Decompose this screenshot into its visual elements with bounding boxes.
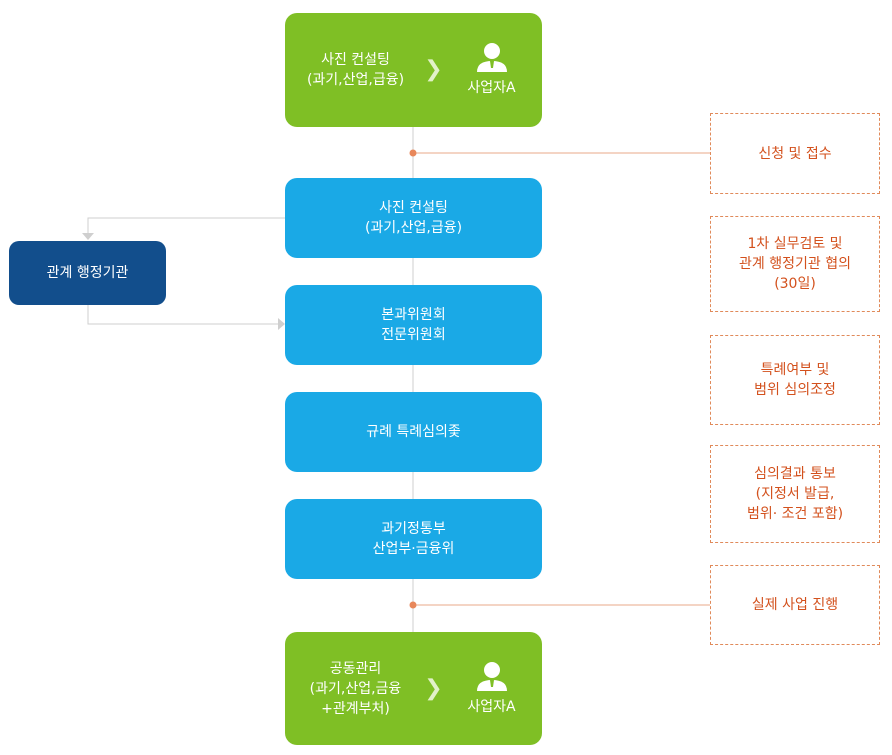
note-business-start: 실제 사업 진행 (710, 565, 880, 645)
arrow-down-icon (82, 233, 94, 240)
node-bottom-line3: +관계부처) (321, 700, 390, 717)
node-ministries-line1: 과기정통부 (381, 521, 446, 537)
node-consult-line1: 사진 컨설팅 (379, 200, 448, 216)
note-5-line1: 실제 사업 진행 (751, 597, 839, 613)
note-2-line1: 1차 실무검토 및 (747, 236, 843, 252)
node-committee: 본과위원회 전문위원회 (285, 285, 542, 365)
note-3-line2: 범위 심의조정 (754, 382, 836, 398)
node-review: 규례 특례심의좇 (285, 392, 542, 472)
note-result-notice: 심의결과 통보 (지정서 발급, 범위· 조건 포함) (710, 445, 880, 543)
connector-from-admin (87, 305, 278, 325)
node-consulting-top: 사진 컨설팅 (과기,산업,급융) ❯ 사업자A (285, 13, 542, 127)
node-consulting: 사진 컨설팅 (과기,산업,급융) (285, 178, 542, 258)
node-consult-line2: (과기,산업,급융) (364, 220, 463, 236)
note-first-review: 1차 실무검토 및 관계 행정기관 협의 (30일) (710, 216, 880, 312)
connector-to-admin (87, 217, 286, 233)
node-ministries-line2: 산업부·금융위 (372, 541, 455, 557)
node-admin-agency: 관계 행정기관 (9, 241, 166, 305)
connector-dot-1 (409, 149, 417, 157)
node-bottom-line1: 공동관리 (329, 660, 382, 677)
node-top-line2: (과기,산업,급융) (306, 72, 405, 88)
chevron-right-icon: ❯ (424, 57, 443, 82)
user-icon (476, 661, 507, 691)
node-top-user: 사업자A (467, 80, 516, 96)
note-3-line1: 특례여부 및 (760, 362, 830, 378)
node-committee-line2: 전문위원회 (381, 327, 446, 343)
note-4-line1: 심의결과 통보 (754, 466, 836, 482)
note-2-line3: (30일) (774, 276, 816, 292)
node-top-line1: 사진 컨설팅 (321, 52, 390, 68)
node-committee-line1: 본과위원회 (381, 307, 446, 323)
note-deliberation: 특례여부 및 범위 심의조정 (710, 335, 880, 425)
note-application: 신청 및 접수 (710, 113, 880, 194)
note-2-line2: 관계 행정기관 협의 (739, 256, 851, 272)
node-admin-label: 관계 행정기관 (46, 265, 129, 281)
node-bottom-user: 사업자A (467, 698, 516, 715)
node-joint-management: 공동관리 (과기,산업,금융 +관계부처) ❯ 사업자A (285, 632, 542, 745)
node-review-line1: 규례 특례심의좇 (366, 424, 461, 440)
chevron-right-icon: ❯ (424, 675, 443, 701)
note-4-line3: 범위· 조건 포함) (746, 506, 844, 522)
node-ministries: 과기정통부 산업부·금융위 (285, 499, 542, 579)
note-4-line2: (지정서 발급, (755, 486, 835, 502)
node-bottom-line2: (과기,산업,금융 (309, 680, 402, 697)
arrow-right-icon (278, 318, 285, 330)
user-icon (476, 43, 507, 72)
connector-dot-5 (409, 601, 417, 609)
note-1-line1: 신청 및 접수 (758, 145, 832, 162)
